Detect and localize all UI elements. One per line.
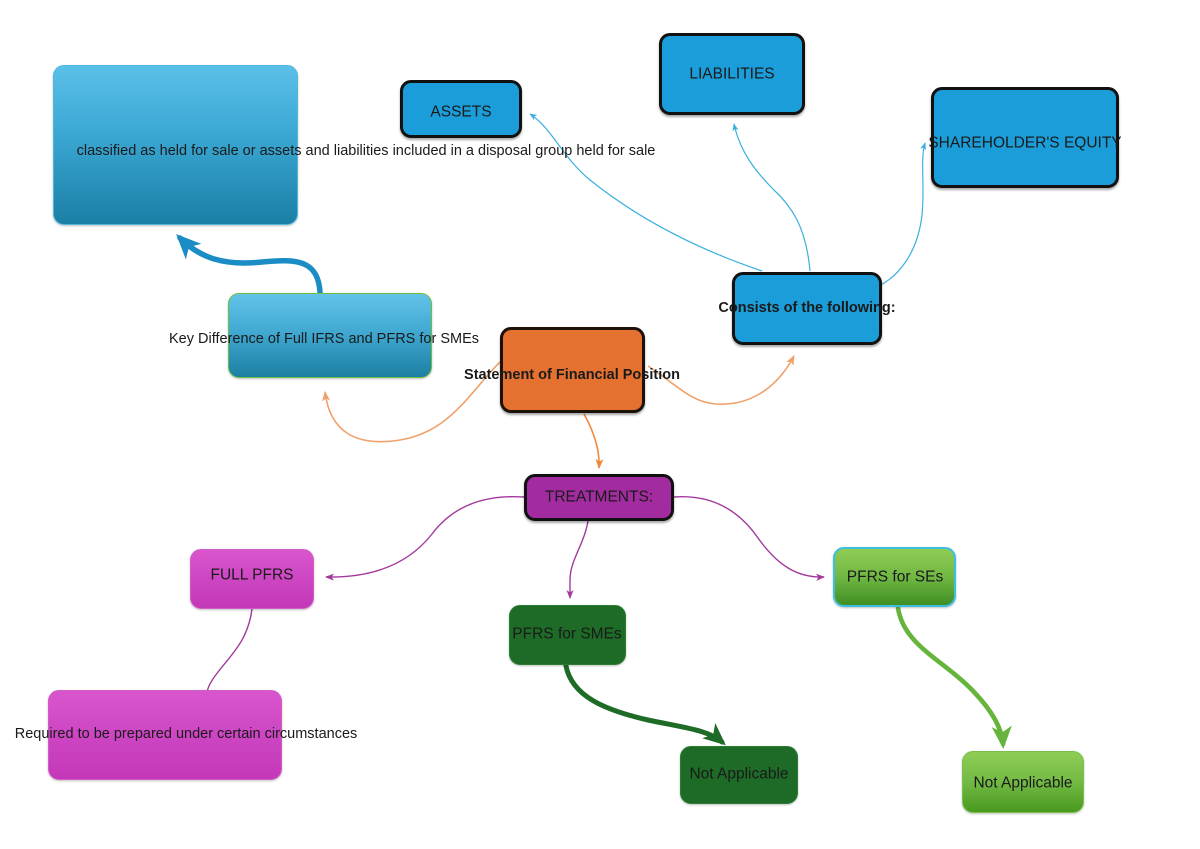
edge-treatments-to-full-pfrs: [325, 495, 525, 581]
node-shareholders-equity[interactable]: [931, 87, 1119, 188]
node-statement-of-financial-position[interactable]: [500, 327, 645, 413]
node-not-applicable-smes[interactable]: [680, 746, 798, 804]
edge-full-pfrs-to-required: [202, 608, 253, 701]
node-full-pfrs[interactable]: [190, 549, 314, 609]
node-required-circumstances[interactable]: [48, 690, 282, 780]
edge-treatments-to-pfrs-for-smes: [566, 520, 589, 599]
edge-treatments-to-pfrs-for-ses: [673, 495, 825, 581]
node-treatments[interactable]: [524, 474, 674, 521]
node-held-for-sale[interactable]: [53, 65, 298, 225]
node-assets[interactable]: [400, 80, 522, 138]
edge-statement-to-consists: [647, 355, 795, 405]
node-key-difference[interactable]: [228, 293, 432, 378]
edge-consists-to-liabilities: [732, 123, 811, 272]
node-not-applicable-ses[interactable]: [962, 751, 1084, 813]
node-liabilities[interactable]: [659, 33, 805, 115]
edge-consists-to-assets: [529, 113, 763, 272]
edge-consists-to-shareholders-equity: [868, 142, 927, 291]
edge-pfrs-smes-to-not-applicable: [563, 663, 726, 746]
node-pfrs-for-smes[interactable]: [509, 605, 626, 665]
node-consists-of-the-following[interactable]: [732, 272, 882, 345]
node-pfrs-for-ses[interactable]: [833, 547, 956, 607]
edge-pfrs-ses-to-not-applicable: [895, 605, 1012, 750]
edge-key-difference-to-held-for-sale: [176, 234, 323, 295]
edge-statement-to-treatments: [583, 413, 604, 470]
